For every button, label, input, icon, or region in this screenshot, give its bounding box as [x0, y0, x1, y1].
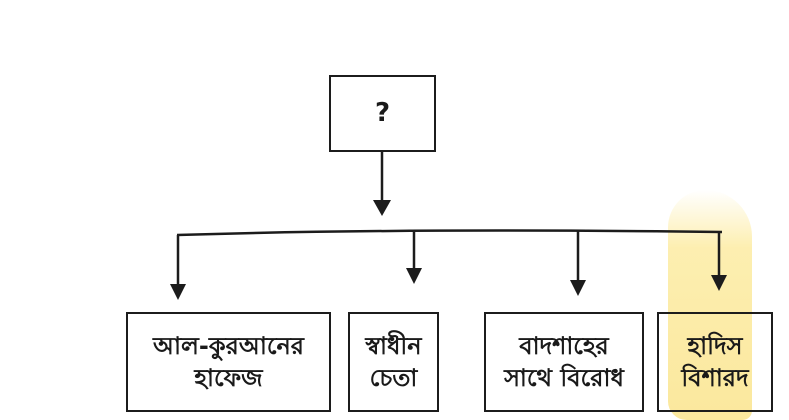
child-node-4: হাদিস বিশারদ [657, 312, 773, 412]
root-node: ? [329, 75, 436, 152]
child-arrowhead-2 [406, 268, 422, 284]
child-arrowhead-4 [711, 275, 727, 291]
child-node-2: স্বাধীন চেতা [348, 312, 439, 412]
root-arrowhead [373, 200, 391, 216]
child-label-4: হাদিস বিশারদ [681, 331, 749, 392]
child-label-3: বাদশাহের সাথে বিরোধ [504, 331, 624, 392]
root-label: ? [374, 97, 391, 128]
child-node-1: আল-কুরআনের হাফেজ [126, 312, 331, 412]
horizontal-bus [176, 229, 723, 237]
paper-stain [668, 190, 752, 420]
child-label-2: স্বাধীন চেতা [365, 331, 422, 392]
child-node-3: বাদশাহের সাথে বিরোধ [484, 312, 644, 412]
child-arrowhead-3 [570, 280, 586, 296]
child-arrowhead-1 [170, 284, 186, 300]
child-label-1: আল-কুরআনের হাফেজ [153, 331, 304, 392]
